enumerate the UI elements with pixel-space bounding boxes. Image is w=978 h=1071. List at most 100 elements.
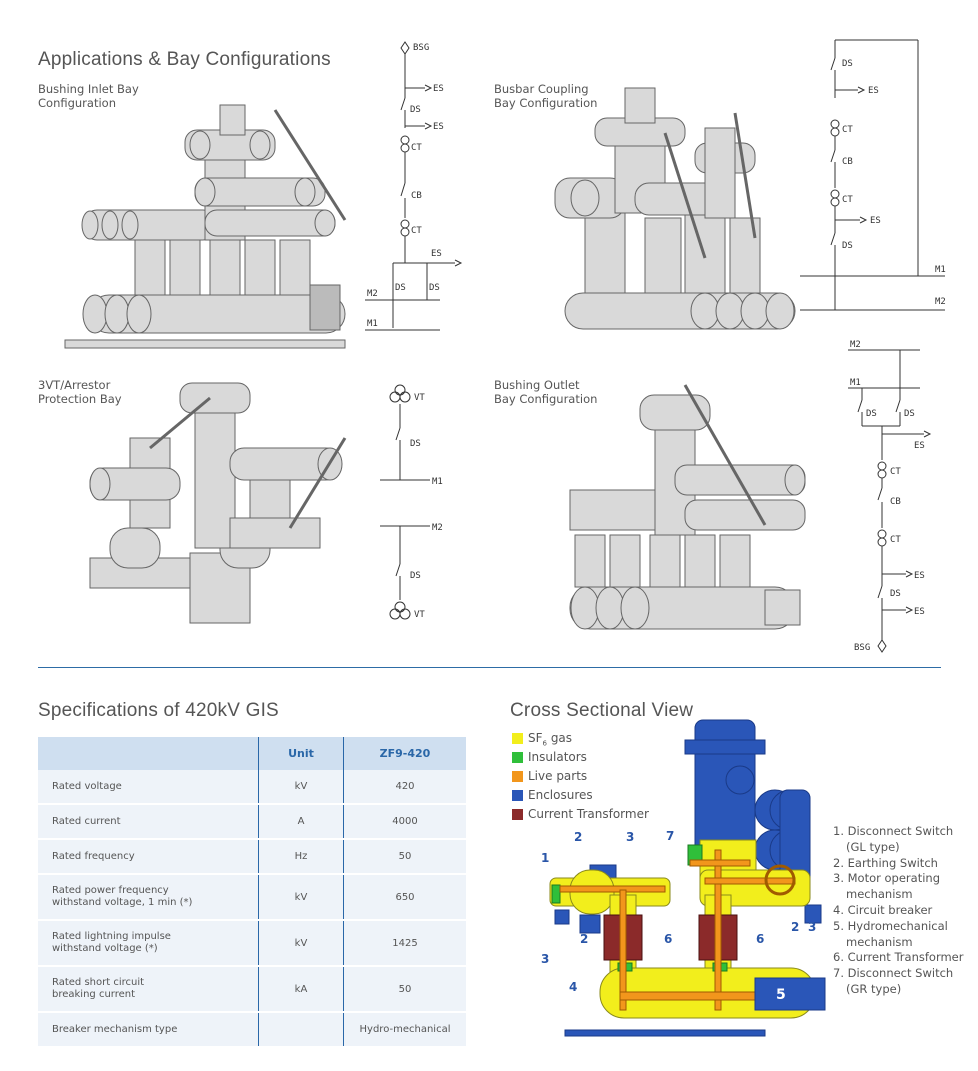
section-divider [38,667,941,668]
spec-value: 1425 [343,920,466,967]
diag-label-ct: CT [411,143,422,153]
cross-section-title: Cross Sectional View [510,700,694,721]
diag-label-m1: M1 [432,477,443,487]
list-item: 2. Earthing Switch [833,855,938,870]
spec-value: 650 [343,874,466,921]
spec-unit: kA [258,966,344,1013]
diag-label-m2: M2 [432,523,443,533]
legend-label: SF6 gas [528,731,572,747]
diag-label-es: ES [870,216,881,226]
diag-label-es: ES [433,122,444,132]
diag-label-ds: DS [410,571,421,581]
legend-swatch [512,790,523,801]
diag-label-ct: CT [842,195,853,205]
param-line: Rated voltage [52,780,122,792]
callout-number: 7 [666,829,675,843]
param-line: Rated power frequency [52,885,169,896]
spec-param: Breaker mechanism type [38,1012,259,1048]
param-line: withstand voltage (*) [52,943,158,954]
spec-header-model: ZF9-420 [343,737,466,770]
legend-swatch [512,809,523,820]
vt-arrestor-bay-illustration [89,382,347,624]
spec-header-param [38,737,259,770]
spec-value: 50 [343,966,466,1013]
legend-label: Enclosures [528,788,593,802]
single-line-diagram-outlet: M2 M1 DS DS ES CT CB CT ES DS ES BSG [848,340,932,653]
single-line-diagram-coupling: DS ES CT CB CT ES DS M1 M2 [800,39,946,311]
param-line: withstand voltage, 1 min (*) [52,897,193,908]
legend-swatch [512,771,523,782]
diag-label-ds: DS [429,283,440,293]
spec-param: Rated voltage [38,770,259,805]
legend-swatch [512,733,523,744]
bay-caption-bushing-outlet: Bushing Outlet Bay Configuration [494,378,597,406]
list-item: 5. Hydromechanical [833,918,948,933]
diag-label-bsg: BSG [854,643,870,653]
bushing-inlet-bay-illustration [64,104,347,349]
spec-header-row: Unit ZF9-420 [38,737,466,770]
busbar-coupling-bay-illustration [554,87,796,330]
table-row: Breaker mechanism type Hydro-mechanical [38,1012,466,1048]
param-line: Breaker mechanism type [52,1023,178,1035]
caption-line: Configuration [38,96,116,110]
spec-unit: kV [258,920,344,967]
list-item: 3. Motor operating [833,871,940,886]
diag-label-es: ES [914,607,925,617]
list-item: mechanism [846,887,913,902]
spec-table: Unit ZF9-420 Rated voltage kV 420 Rated … [38,737,466,1048]
bushing-outlet-bay-illustration [569,384,806,630]
diag-label-ct: CT [890,467,901,477]
spec-header-unit: Unit [258,737,344,770]
diag-label-ds: DS [890,589,901,599]
caption-line: 3VT/Arrestor [38,378,111,392]
diag-label-es: ES [914,441,925,451]
legend-label: Insulators [528,750,587,764]
diag-label-m1: M1 [850,378,861,388]
legend-label: Live parts [528,769,588,783]
cross-section-illustration [549,719,826,1037]
spec-unit: Hz [258,839,344,875]
legend-label-main: SF [528,731,543,745]
spec-param: Rated frequency [38,839,259,875]
diag-label-ds: DS [395,283,406,293]
diag-label-cb: CB [842,157,853,167]
table-row: Rated frequency Hz 50 [38,839,466,875]
diag-label-cb: CB [411,191,422,201]
callout-number: 4 [569,980,578,994]
spec-value: Hydro-mechanical [343,1012,466,1048]
list-item: (GR type) [846,981,902,996]
diag-label-ds: DS [842,59,853,69]
list-item: 1. Disconnect Switch [833,824,954,838]
diag-label-ds: DS [410,439,421,449]
callout-number: 5 [776,987,786,1003]
diag-label-bsg: BSG [413,43,429,53]
callout-number: 3 [541,952,550,966]
callout-number: 2 [580,932,589,946]
diag-label-ds: DS [866,409,877,419]
list-item: (GL type) [846,839,900,854]
diag-label-es: ES [914,571,925,581]
spec-value: 50 [343,839,466,875]
spec-value: 420 [343,770,466,805]
param-line: Rated lightning impulse [52,931,171,942]
spec-param: Rated current [38,804,259,840]
diag-label-es: ES [868,86,879,96]
diag-label-cb: CB [890,497,901,507]
param-line: Rated short circuit [52,977,145,988]
spec-unit: kV [258,874,344,921]
diag-label-vt: VT [414,393,425,403]
spec-unit: kV [258,770,344,805]
diag-label-es: ES [433,84,444,94]
legend-swatch [512,752,523,763]
diag-label-ds: DS [904,409,915,419]
caption-line: Bay Configuration [494,392,598,406]
table-row: Rated current A 4000 [38,804,466,840]
component-list: 1. Disconnect Switch (GL type) 2. Earthi… [833,824,963,998]
legend-label: Current Transformer [528,807,649,821]
diag-label-ct: CT [842,125,853,135]
list-item: mechanism [846,934,913,949]
